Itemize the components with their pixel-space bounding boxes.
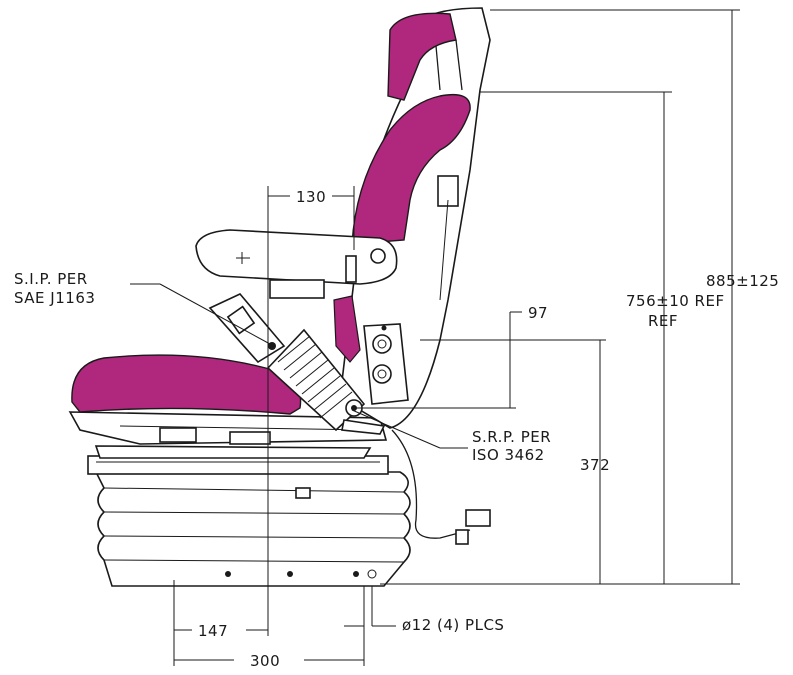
sip-label-line2: SAE J1163 (14, 289, 95, 307)
seat-rails (68, 411, 388, 459)
lumbar-cushion (333, 295, 361, 363)
seat-cushion (71, 354, 302, 415)
suspension-base (87, 455, 411, 587)
dimension-885: 885±125 (706, 272, 779, 290)
mount-hole (225, 571, 231, 577)
sip-label-line1: S.I.P. PER (14, 270, 88, 288)
srp-label-line2: ISO 3462 (472, 446, 545, 464)
dimension-147: 147 (198, 622, 228, 640)
armrest (195, 229, 398, 299)
hole-spec-label: ø12 (4) PLCS (402, 616, 504, 634)
sip-manikin-probe (208, 293, 386, 435)
dimension-372: 372 (580, 456, 610, 474)
dimension-130: 130 (296, 188, 326, 206)
dimension-97: 97 (528, 304, 548, 322)
dimension-lines (130, 9, 740, 666)
dimension-756-line1: 756±10 REF (626, 292, 725, 310)
backrest-cushion (351, 93, 471, 245)
dimension-756-line2: REF (648, 312, 678, 330)
recline-plate (363, 323, 409, 405)
mount-hole (367, 569, 377, 579)
mount-hole (353, 571, 359, 577)
srp-label-line1: S.R.P. PER (472, 428, 551, 446)
mount-hole (287, 571, 293, 577)
headrest-post (435, 39, 463, 91)
wiring-harness (391, 429, 491, 545)
dimension-300: 300 (250, 652, 280, 670)
